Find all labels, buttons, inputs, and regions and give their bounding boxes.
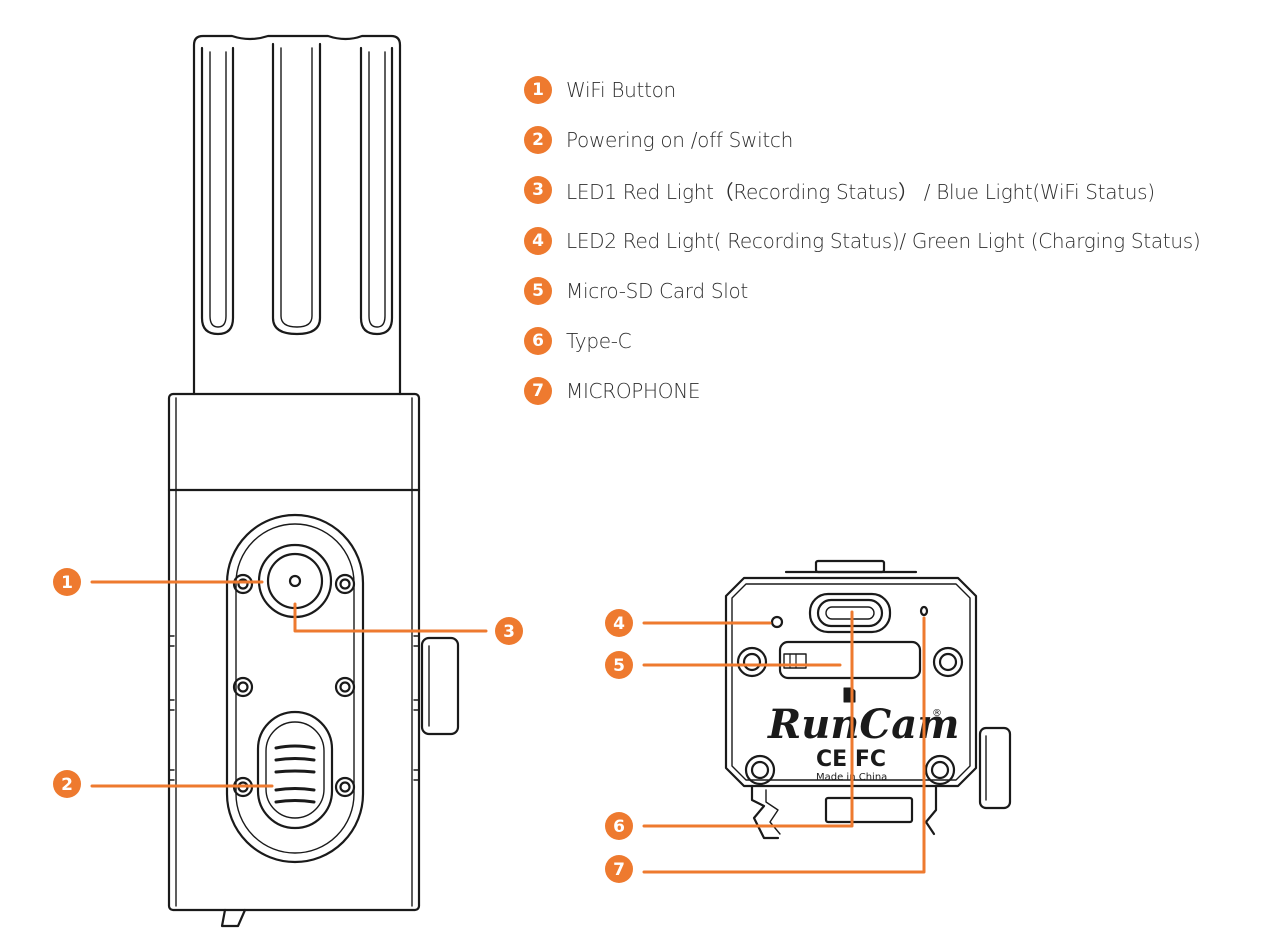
power-switch	[256, 710, 334, 830]
legend-item-sd-slot: 5 Micro-SD Card Slot	[524, 273, 748, 309]
callout-badge-5: 5	[605, 651, 633, 679]
micro-sd-slot	[778, 640, 922, 680]
legend-number: 3	[524, 176, 552, 204]
svg-text:2: 2	[61, 775, 73, 795]
legend-item-microphone: 7 MICROPHONE	[524, 373, 701, 409]
callout-badge-7: 7	[605, 855, 633, 883]
legend-item-wifi-button: 1 WiFi Button	[524, 72, 676, 108]
camera-body-back	[167, 392, 460, 928]
legend-number: 5	[524, 277, 552, 305]
brand-logo: RunCam	[767, 701, 959, 748]
legend-label: LED2 Red Light( Recording Status)/ Green…	[566, 229, 1201, 253]
legend-number: 7	[524, 377, 552, 405]
type-c-port	[808, 592, 892, 634]
legend-label: WiFi Button	[566, 78, 676, 102]
led2-indicator	[770, 615, 784, 629]
legend-label: Micro-SD Card Slot	[566, 279, 748, 303]
bottom-screws	[736, 646, 964, 786]
legend-label: Powering on /off Switch	[566, 128, 793, 152]
callout-lines	[90, 580, 926, 874]
svg-text:6: 6	[613, 817, 625, 837]
mount-bracket	[192, 34, 402, 396]
legend-number: 6	[524, 327, 552, 355]
legend-item-led1: 3 LED1 Red Light（Recording Status） / Blu…	[524, 172, 1155, 208]
legend-number: 1	[524, 76, 552, 104]
svg-text:3: 3	[503, 622, 515, 642]
legend-item-power-switch: 2 Powering on /off Switch	[524, 122, 793, 158]
legend-label: LED1 Red Light（Recording Status） / Blue …	[566, 179, 1155, 204]
svg-text:7: 7	[613, 860, 625, 880]
camera-bottom-view	[724, 559, 1012, 840]
legend-number: 2	[524, 126, 552, 154]
legend-item-type-c: 6 Type-C	[524, 323, 632, 359]
callout-badge-3: 3	[495, 617, 523, 645]
legend-number: 4	[524, 227, 552, 255]
registered-mark: ®	[932, 708, 942, 719]
callout-badge-2: 2	[53, 770, 81, 798]
callout-badge-6: 6	[605, 812, 633, 840]
callout-badge-4: 4	[605, 609, 633, 637]
svg-text:4: 4	[613, 614, 625, 634]
legend-item-led2: 4 LED2 Red Light( Recording Status)/ Gre…	[524, 223, 1201, 259]
callout-badge-1: 1	[53, 568, 81, 596]
svg-text:1: 1	[61, 573, 73, 593]
legend-label: Type-C	[566, 329, 632, 353]
legend-label: MICROPHONE	[566, 379, 701, 403]
microphone-hole	[919, 605, 929, 617]
svg-text:5: 5	[613, 656, 625, 676]
